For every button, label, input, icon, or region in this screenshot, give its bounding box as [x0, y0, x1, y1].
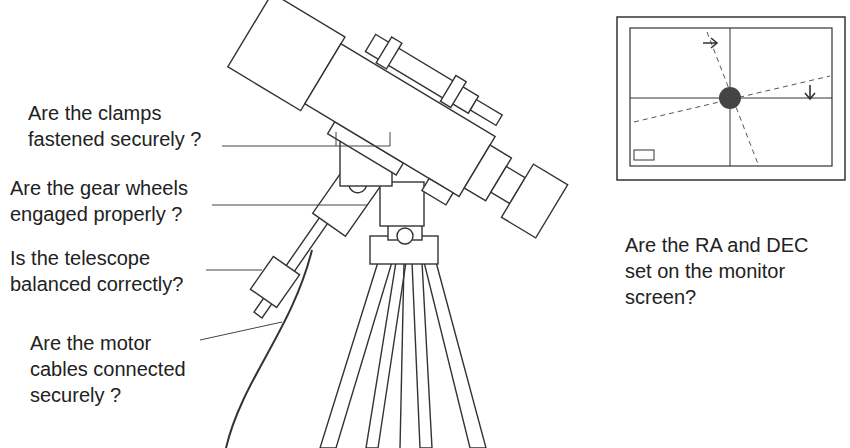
- monitor-screen: [630, 28, 832, 166]
- counterweight: [250, 256, 299, 307]
- motor-box: [380, 182, 424, 226]
- arrow-symbol: [703, 38, 717, 48]
- tripod-leg: [366, 262, 406, 448]
- tripod-leg: [412, 262, 432, 448]
- screen-indicator: [634, 150, 654, 160]
- tripod-column: [400, 262, 404, 448]
- tripod-knob: [397, 228, 413, 244]
- leader-line: [222, 132, 336, 146]
- callout-text: Is the telescope balanced correctly?: [10, 245, 202, 297]
- leader-line: [206, 270, 262, 271]
- finder-scope: [365, 34, 478, 113]
- leader-line: [336, 132, 390, 146]
- focus-knob: [422, 178, 453, 204]
- tripod-leg: [424, 262, 486, 448]
- leader-line: [200, 322, 282, 340]
- star: [719, 87, 741, 109]
- arrow-symbol: [805, 85, 815, 99]
- finder-eyepiece: [470, 100, 502, 126]
- callout-text: Are the RA and DEC set on the monitor sc…: [625, 232, 830, 310]
- callout-text: Are the motor cables connected securely …: [30, 330, 196, 408]
- camera: [501, 164, 567, 238]
- callout-text: Are the gear wheels engaged properly ?: [10, 175, 210, 227]
- callout-text: Are the clamps fastened securely ?: [28, 100, 220, 152]
- monitor-frame: [617, 17, 845, 180]
- finder-ring: [440, 76, 466, 108]
- ra-axis: [634, 76, 830, 122]
- monitor: [617, 17, 845, 180]
- motor-cable: [226, 250, 312, 448]
- dec-axis: [707, 32, 758, 164]
- leader-line: [212, 205, 368, 206]
- finder-ring: [376, 37, 402, 69]
